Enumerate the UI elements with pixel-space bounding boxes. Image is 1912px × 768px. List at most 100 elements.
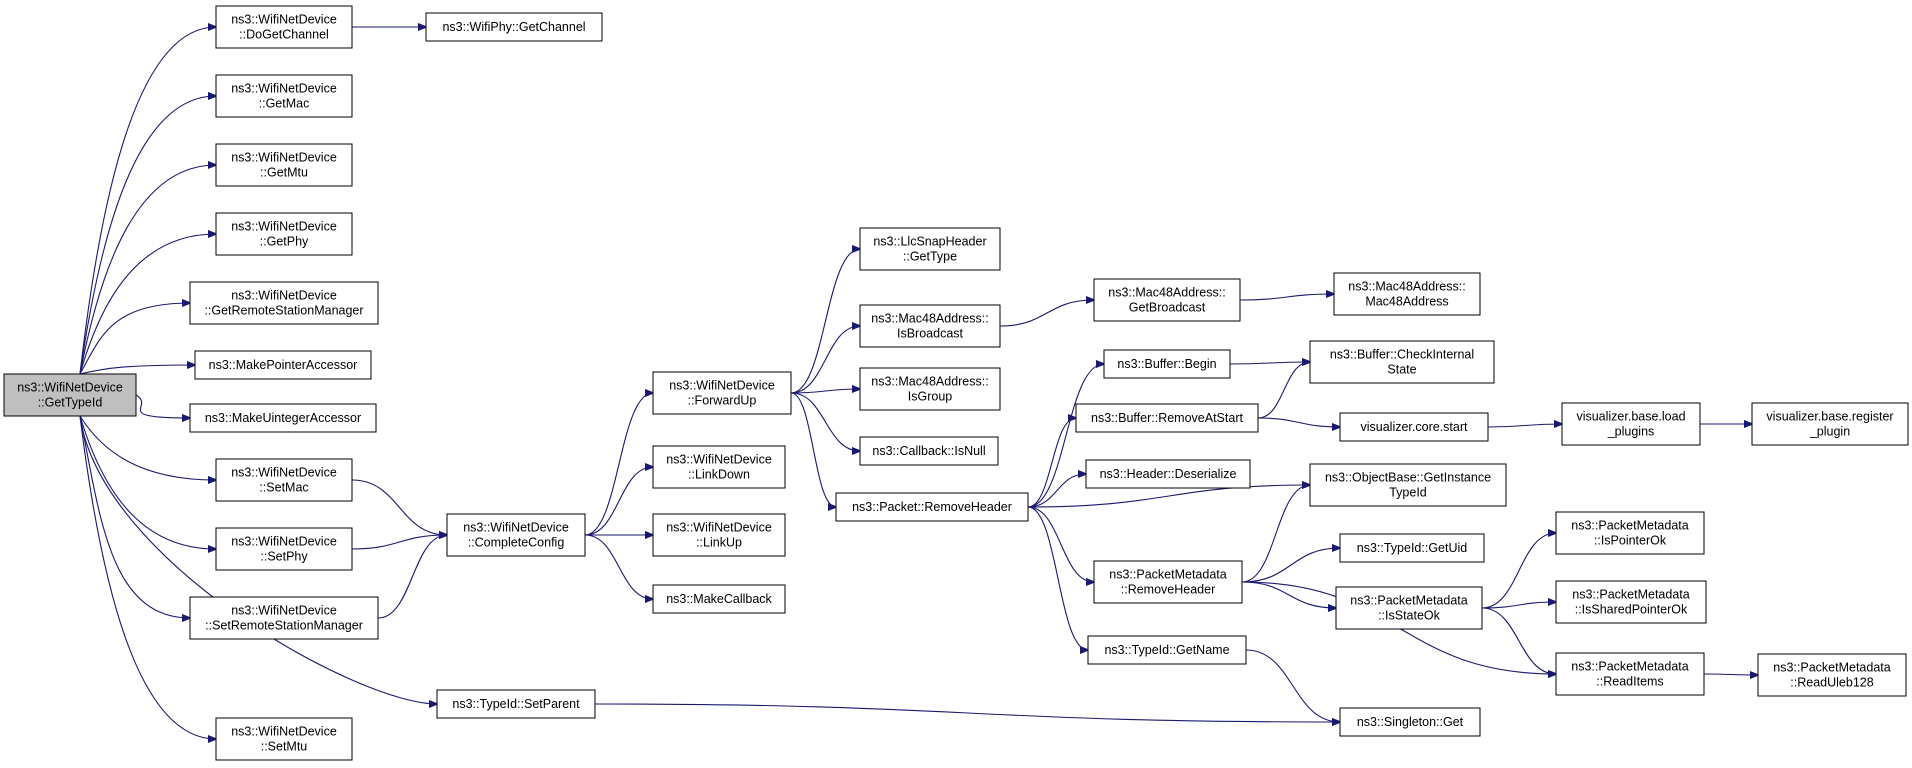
node-getuid[interactable]: ns3::TypeId::GetUid — [1339, 533, 1485, 563]
node-setmac-box — [215, 458, 353, 502]
node-isgroup[interactable]: ns3::Mac48Address::IsGroup — [859, 367, 1001, 411]
edge-gettypeid-to-getmtu — [79, 165, 216, 375]
node-isstateok[interactable]: ns3::PacketMetadata::IsStateOk — [1335, 586, 1483, 630]
node-getbroadcast[interactable]: ns3::Mac48Address::GetBroadcast — [1093, 278, 1241, 322]
node-getremote[interactable]: ns3::WifiNetDevice::GetRemoteStationMana… — [189, 281, 379, 325]
node-setremote-label-1: ::SetRemoteStationManager — [205, 619, 363, 633]
node-getname-box — [1087, 635, 1247, 665]
edges-layer — [79, 27, 1758, 739]
node-setmac-label-1: ::SetMac — [259, 481, 308, 495]
node-bufferbegin[interactable]: ns3::Buffer::Begin — [1103, 349, 1231, 379]
edge-gettypeid-to-setmac — [79, 415, 216, 480]
node-getphy-box — [215, 212, 353, 256]
node-registerplugin-label-1: _plugin — [1809, 425, 1850, 439]
node-getname[interactable]: ns3::TypeId::GetName — [1087, 635, 1247, 665]
node-getbroadcast-box — [1093, 278, 1241, 322]
node-dogetchannel[interactable]: ns3::WifiNetDevice::DoGetChannel — [215, 5, 353, 49]
node-readuleb[interactable]: ns3::PacketMetadata::ReadUleb128 — [1757, 653, 1907, 697]
node-makeuinteger[interactable]: ns3::MakeUintegerAccessor — [189, 403, 377, 433]
node-loadplugins-label-0: visualizer.base.load — [1576, 410, 1685, 424]
node-issharedpointerok[interactable]: ns3::PacketMetadata::IsSharedPointerOk — [1555, 580, 1707, 624]
node-checkinternal-label-0: ns3::Buffer::CheckInternal — [1330, 348, 1474, 362]
node-isbroadcast[interactable]: ns3::Mac48Address::IsBroadcast — [859, 304, 1001, 348]
node-setmtu[interactable]: ns3::WifiNetDevice::SetMtu — [215, 717, 353, 761]
node-pm_removeheader[interactable]: ns3::PacketMetadata::RemoveHeader — [1093, 560, 1243, 604]
node-mac48address-label-1: Mac48Address — [1365, 295, 1448, 309]
node-getremote-label-0: ns3::WifiNetDevice — [231, 289, 337, 303]
edge-setremote-to-completeconfig — [377, 535, 447, 619]
node-readitems-label-0: ns3::PacketMetadata — [1571, 660, 1688, 674]
node-gettypeid[interactable]: ns3::WifiNetDevice::GetTypeId — [3, 373, 137, 417]
node-readitems-label-1: ::ReadItems — [1596, 675, 1663, 689]
edge-completeconfig-to-forwardup — [584, 393, 653, 536]
node-getbroadcast-label-0: ns3::Mac48Address:: — [1108, 286, 1225, 300]
node-linkup-label-0: ns3::WifiNetDevice — [666, 521, 772, 535]
node-setremote-label-0: ns3::WifiNetDevice — [231, 604, 337, 618]
nodes-layer: ns3::WifiNetDevice::GetTypeIdns3::WifiNe… — [3, 5, 1909, 761]
node-isgroup-box — [859, 367, 1001, 411]
edge-pm_removeheader-to-getinstancetypeid — [1241, 485, 1310, 583]
node-registerplugin[interactable]: visualizer.base.register_plugin — [1751, 402, 1909, 446]
node-getmtu-label-0: ns3::WifiNetDevice — [231, 151, 337, 165]
node-getinstancetypeid-label-1: TypeId — [1389, 486, 1427, 500]
node-issharedpointerok-label-1: ::IsSharedPointerOk — [1575, 603, 1688, 617]
node-gettypeid-label-1: ::GetTypeId — [38, 396, 103, 410]
node-setmtu-label-1: ::SetMtu — [261, 740, 308, 754]
node-makepointer[interactable]: ns3::MakePointerAccessor — [194, 350, 372, 380]
node-ispointerok[interactable]: ns3::PacketMetadata::IsPointerOk — [1555, 511, 1705, 555]
node-forwardup[interactable]: ns3::WifiNetDevice::ForwardUp — [652, 371, 792, 415]
node-corestart[interactable]: visualizer.core.start — [1339, 412, 1489, 442]
node-removeatstart[interactable]: ns3::Buffer::RemoveAtStart — [1075, 403, 1259, 433]
edge-removeheader-to-removeatstart — [1027, 418, 1076, 508]
node-checkinternal-label-1: State — [1387, 363, 1416, 377]
node-getphy-label-0: ns3::WifiNetDevice — [231, 220, 337, 234]
node-isstateok-box — [1335, 586, 1483, 630]
node-setphy[interactable]: ns3::WifiNetDevice::SetPhy — [215, 527, 353, 571]
node-setremote[interactable]: ns3::WifiNetDevice::SetRemoteStationMana… — [189, 596, 379, 640]
node-getmtu-label-1: ::GetMtu — [260, 166, 308, 180]
node-corestart-label-0: visualizer.core.start — [1361, 420, 1469, 434]
node-pm_removeheader-label-0: ns3::PacketMetadata — [1109, 568, 1226, 582]
node-deserialize[interactable]: ns3::Header::Deserialize — [1085, 459, 1251, 489]
node-getmtu[interactable]: ns3::WifiNetDevice::GetMtu — [215, 143, 353, 187]
node-loadplugins[interactable]: visualizer.base.load_plugins — [1561, 402, 1701, 446]
node-setphy-label-1: ::SetPhy — [260, 550, 308, 564]
node-readuleb-box — [1757, 653, 1907, 697]
edge-gettypeid-to-setremote — [79, 415, 190, 618]
node-mac48address[interactable]: ns3::Mac48Address::Mac48Address — [1333, 272, 1481, 316]
node-setmac[interactable]: ns3::WifiNetDevice::SetMac — [215, 458, 353, 502]
edge-setmac-to-completeconfig — [351, 479, 447, 535]
edge-gettypeid-to-makeuinteger — [135, 394, 190, 418]
node-removeheader[interactable]: ns3::Packet::RemoveHeader — [835, 492, 1029, 522]
node-getinstancetypeid-label-0: ns3::ObjectBase::GetInstance — [1325, 471, 1491, 485]
node-setparent[interactable]: ns3::TypeId::SetParent — [436, 689, 596, 719]
node-ispointerok-label-0: ns3::PacketMetadata — [1571, 519, 1688, 533]
node-singletonget[interactable]: ns3::Singleton::Get — [1339, 707, 1481, 737]
edge-setparent-to-singletonget — [594, 703, 1340, 722]
node-wifiphy_getchannel[interactable]: ns3::WifiPhy::GetChannel — [425, 12, 603, 42]
node-linkdown[interactable]: ns3::WifiNetDevice::LinkDown — [652, 445, 786, 489]
edge-forwardup-to-removeheader — [790, 392, 836, 507]
edge-gettypeid-to-getphy — [79, 234, 216, 375]
edge-removeatstart-to-checkinternal — [1257, 362, 1310, 419]
node-getmac[interactable]: ns3::WifiNetDevice::GetMac — [215, 74, 353, 118]
node-readitems[interactable]: ns3::PacketMetadata::ReadItems — [1555, 652, 1705, 696]
node-isnull[interactable]: ns3::Callback::IsNull — [859, 436, 999, 466]
node-makecallback[interactable]: ns3::MakeCallback — [652, 584, 786, 614]
node-isgroup-label-1: IsGroup — [908, 390, 953, 404]
node-getphy[interactable]: ns3::WifiNetDevice::GetPhy — [215, 212, 353, 256]
node-forwardup-label-1: ::ForwardUp — [688, 394, 757, 408]
edge-isstateok-to-ispointerok — [1481, 533, 1556, 609]
node-getinstancetypeid-box — [1309, 463, 1507, 507]
node-makepointer-box — [194, 350, 372, 380]
node-singletonget-label-0: ns3::Singleton::Get — [1357, 715, 1464, 729]
node-getmac-label-0: ns3::WifiNetDevice — [231, 82, 337, 96]
node-llcsnap[interactable]: ns3::LlcSnapHeader::GetType — [859, 227, 1001, 271]
edge-gettypeid-to-makepointer — [79, 365, 195, 375]
node-linkup[interactable]: ns3::WifiNetDevice::LinkUp — [652, 513, 786, 557]
edge-readitems-to-readuleb — [1703, 674, 1758, 675]
node-completeconfig[interactable]: ns3::WifiNetDevice::CompleteConfig — [446, 513, 586, 557]
node-pm_removeheader-box — [1093, 560, 1243, 604]
